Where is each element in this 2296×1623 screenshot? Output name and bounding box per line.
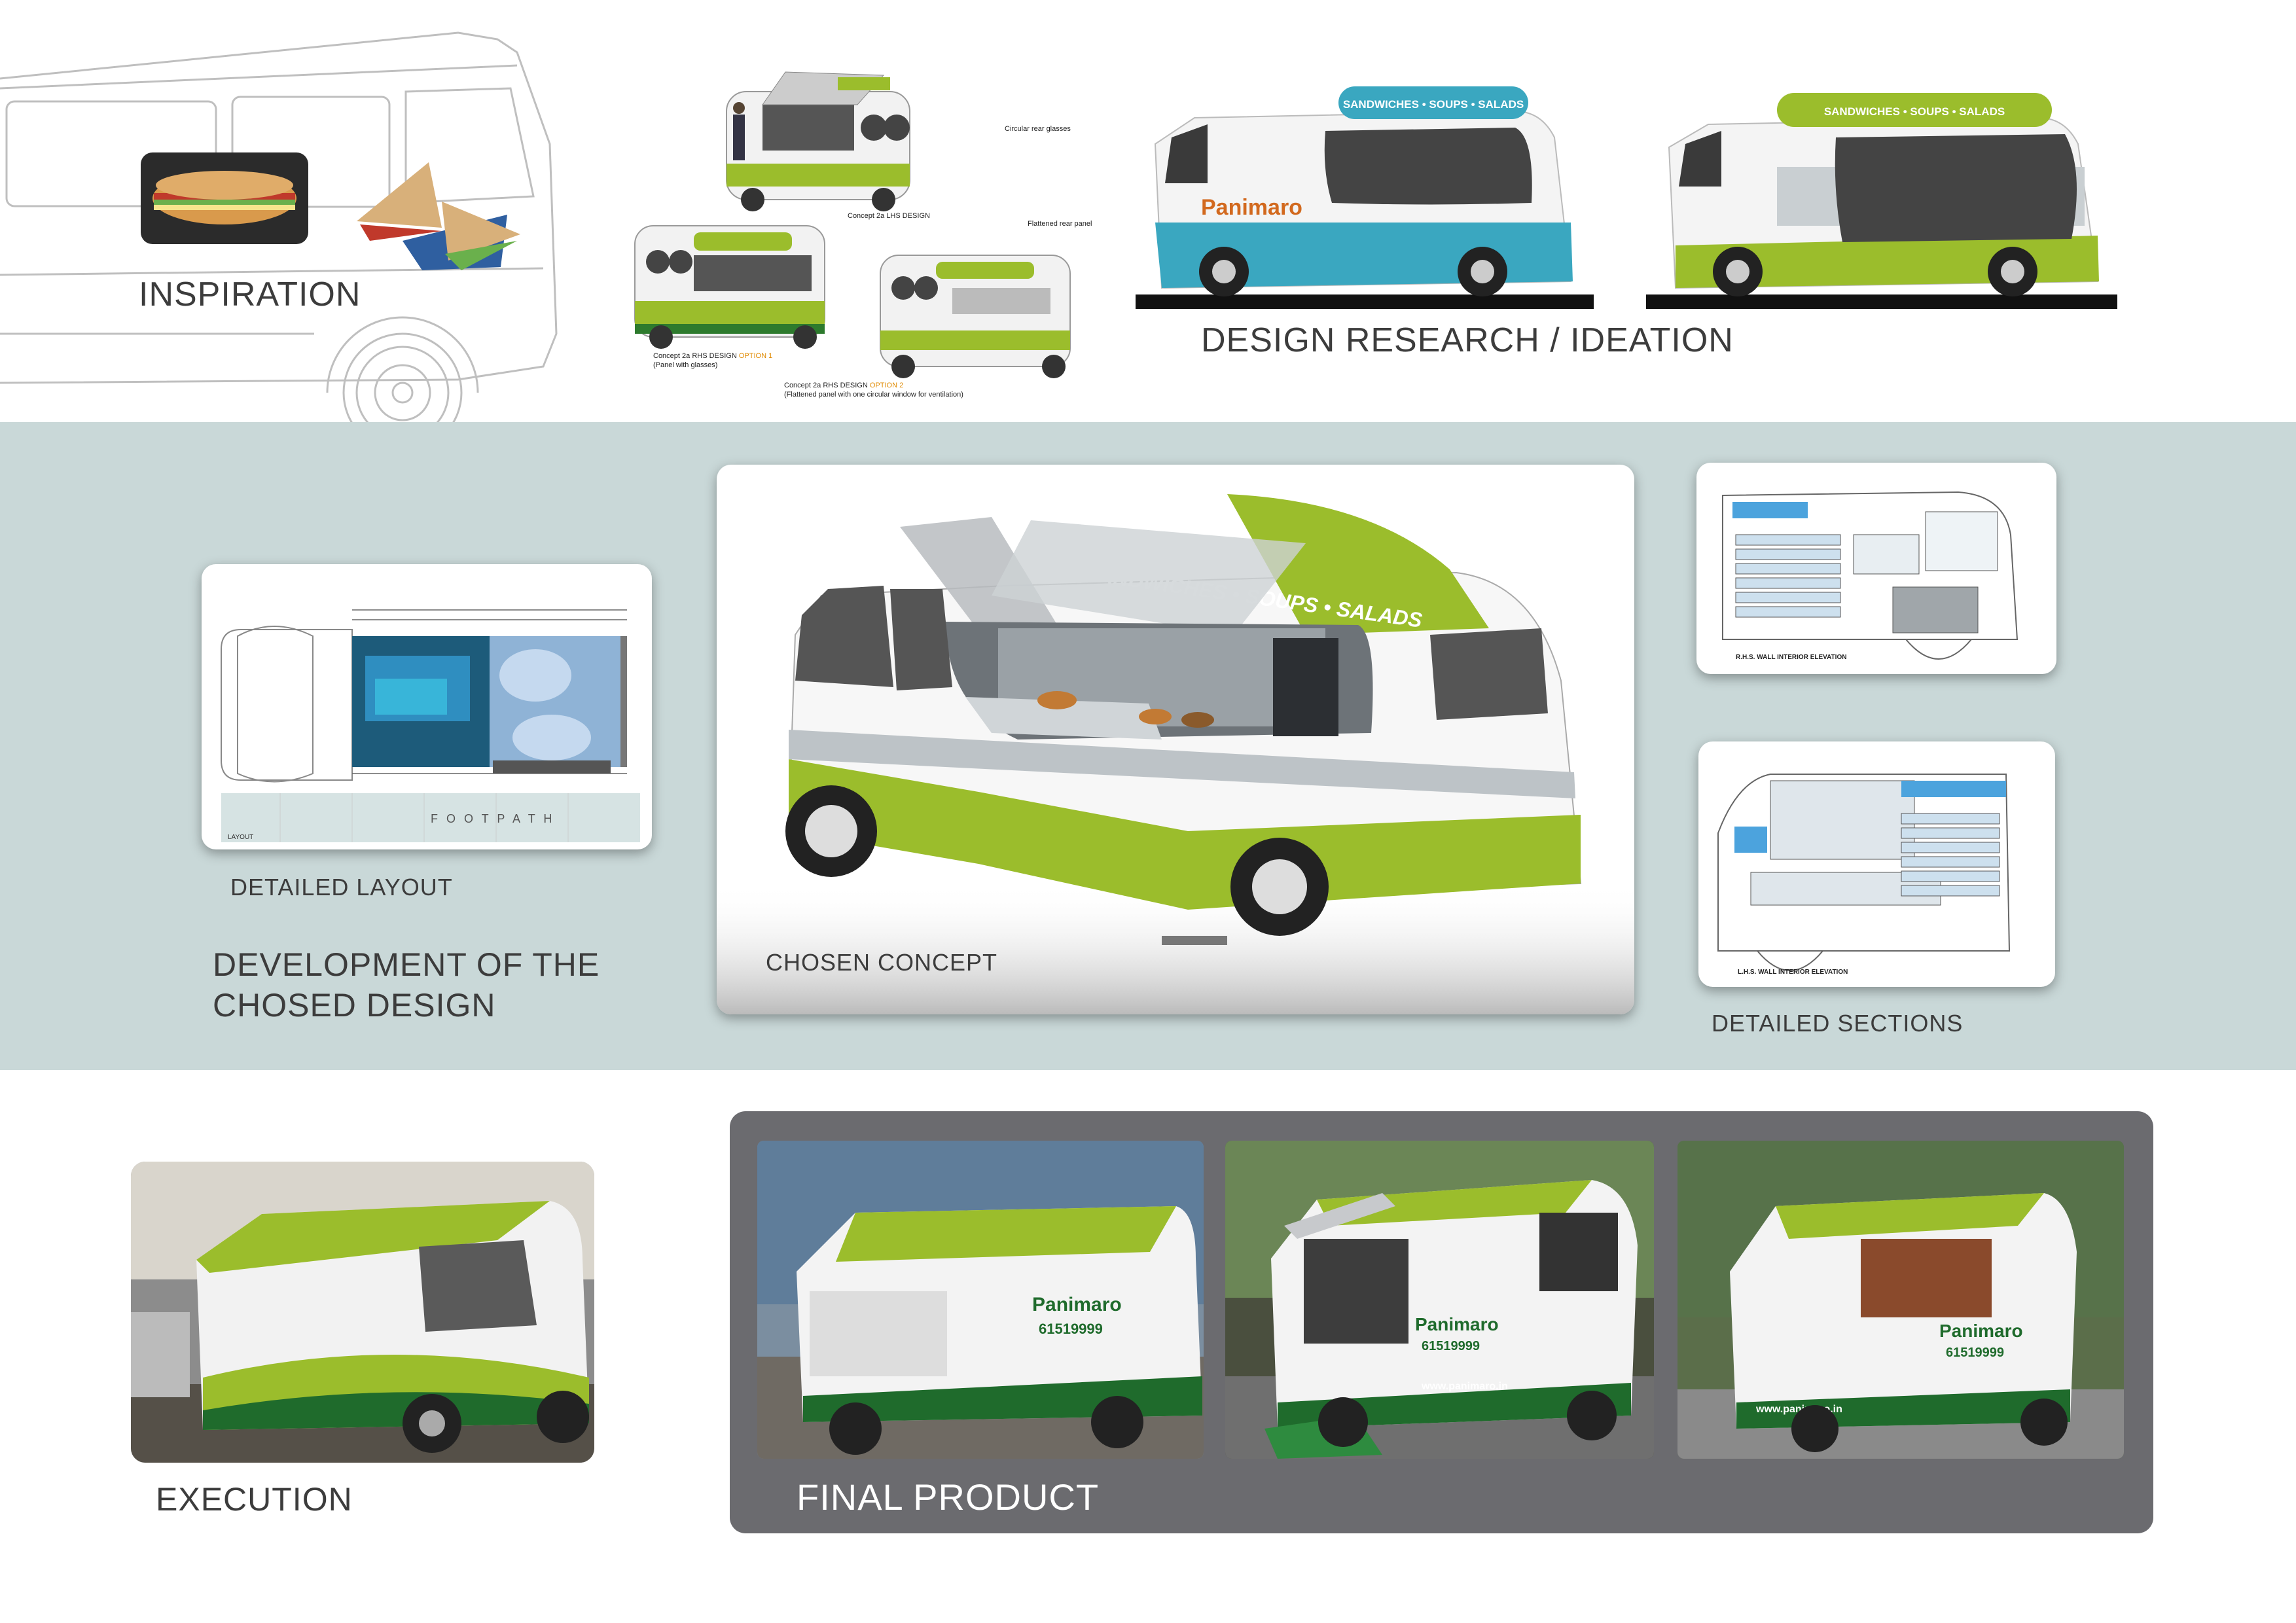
final-side-brand: Panimaro (1415, 1314, 1499, 1334)
development-band: F O O T P A T H LAYOUT DETAILED LAYOUT D… (0, 422, 2296, 1070)
note-circular-glass: Circular rear glasses (1005, 125, 1071, 133)
note-option1-detail: (Panel with glasses) (653, 361, 717, 369)
final-photo-front: Panimaro 61519999 (757, 1141, 1204, 1459)
rhs-elevation-panel: R.H.S. WALL INTERIOR ELEVATION (1696, 463, 2056, 674)
detailed-layout-label: DETAILED LAYOUT (230, 874, 453, 901)
final-rear-phone: 61519999 (1946, 1346, 2004, 1360)
svg-text:Concept 2a RHS DESIGN OPTION 1: Concept 2a RHS DESIGN OPTION 1 (653, 352, 772, 360)
lhs-elevation-panel: L.H.S. WALL INTERIOR ELEVATION (1698, 741, 2055, 987)
design-research-label: DESIGN RESEARCH / IDEATION (1201, 321, 1734, 359)
note-rhs-option1: Concept 2a RHS DESIGN (653, 352, 737, 360)
note-option2-detail: (Flattened panel with one circular windo… (784, 391, 963, 399)
ideation-brand-1: Panimaro (1201, 195, 1302, 220)
club-sandwich-photo (357, 162, 520, 270)
detailed-layout-panel: F O O T P A T H LAYOUT (202, 564, 652, 849)
chosen-concept-panel: SANDWICHES • SOUPS • SALADS (717, 465, 1634, 1014)
execution-label: EXECUTION (156, 1481, 353, 1518)
note-option1: OPTION 1 (739, 352, 772, 360)
ideation-roof-sign-1: SANDWICHES • SOUPS • SALADS (1343, 98, 1524, 111)
top-section: INSPIRATION (0, 0, 2296, 453)
svg-text:Concept 2a RHS DESIGN OPTION 2: Concept 2a RHS DESIGN OPTION 2 (784, 382, 903, 389)
final-rear-brand: Panimaro (1939, 1321, 2023, 1341)
ideation-van-teal: SANDWICHES • SOUPS • SALADS Panimaro (1136, 86, 1594, 309)
note-option2: OPTION 2 (870, 382, 903, 389)
lhs-elevation-caption: L.H.S. WALL INTERIOR ELEVATION (1738, 969, 1848, 976)
final-front-phone: 61519999 (1039, 1321, 1103, 1337)
note-flattened-panel: Flattened rear panel (1028, 220, 1092, 228)
development-label-line2: CHOSED DESIGN (213, 987, 496, 1024)
development-label-line1: DEVELOPMENT OF THE (213, 946, 600, 983)
detailed-sections-label: DETAILED SECTIONS (1712, 1010, 1964, 1037)
footpath-label: F O O T P A T H (431, 812, 554, 825)
final-photo-rear: Panimaro 61519999 www.panimaro.in (1677, 1141, 2124, 1459)
final-side-website: www.panimaro.in (1421, 1381, 1508, 1392)
chosen-concept-label: CHOSEN CONCEPT (766, 949, 998, 976)
inspiration-label: INSPIRATION (139, 276, 361, 313)
final-product-label: FINAL PRODUCT (797, 1476, 1100, 1518)
final-product-panel: Panimaro 61519999 Panimaro 61519999 www.… (730, 1111, 2153, 1533)
concept-sketches: Circular rear glasses Concept 2a LHS DES… (634, 71, 1092, 399)
rhs-elevation-caption: R.H.S. WALL INTERIOR ELEVATION (1736, 654, 1846, 661)
layout-tag: LAYOUT (228, 834, 253, 841)
final-front-brand: Panimaro (1032, 1294, 1122, 1315)
note-concept-lhs: Concept 2a LHS DESIGN (848, 212, 930, 220)
final-photo-side: Panimaro 61519999 www.panimaro.in (1225, 1141, 1654, 1459)
ideation-roof-sign-2: SANDWICHES • SOUPS • SALADS (1824, 105, 2005, 118)
sub-sandwich-photo (141, 152, 308, 244)
final-side-phone: 61519999 (1422, 1339, 1480, 1353)
ideation-van-green: SANDWICHES • SOUPS • SALADS (1646, 93, 2117, 309)
execution-photo (131, 1162, 594, 1463)
note-rhs-option2: Concept 2a RHS DESIGN (784, 382, 868, 389)
